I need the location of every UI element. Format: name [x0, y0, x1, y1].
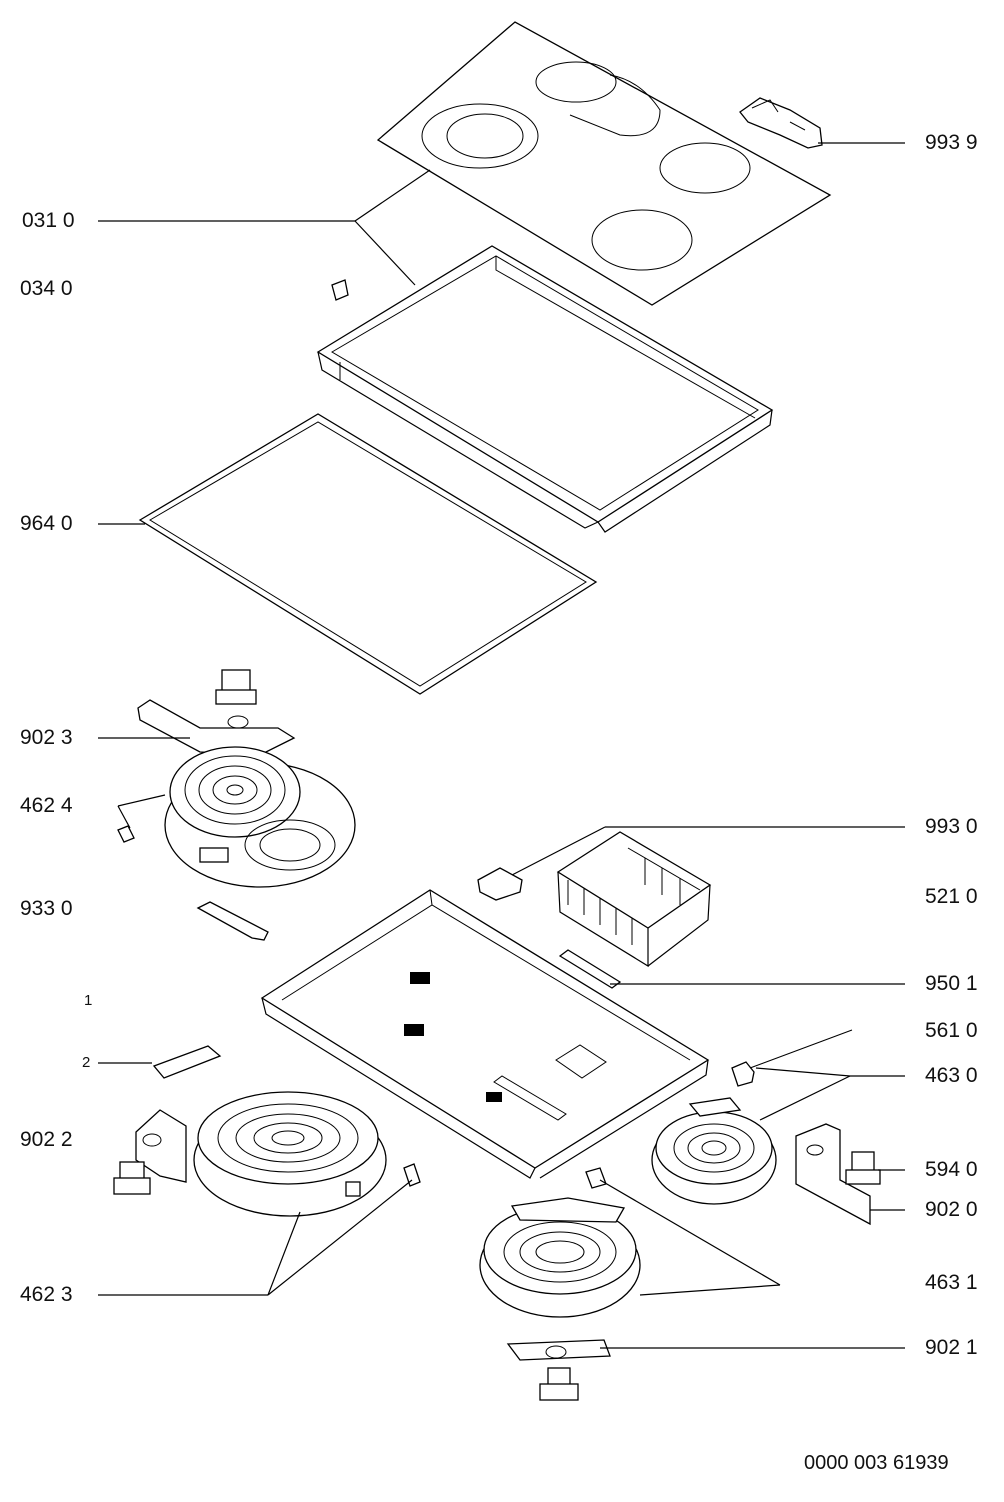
- clip-part-9330: [196, 901, 269, 941]
- label-4631: 463 1: [925, 1271, 978, 1294]
- label-9023: 902 3: [20, 726, 73, 749]
- energy-regulator-9022: [113, 1109, 187, 1195]
- label-9640: 964 0: [20, 512, 73, 535]
- label-9501: 950 1: [925, 972, 978, 995]
- label-9930: 993 0: [925, 815, 978, 838]
- energy-regulator-9020: [795, 1123, 871, 1226]
- label-0340: 034 0: [20, 277, 73, 300]
- radiant-heater-4631: [479, 1167, 641, 1318]
- cooktop-frame: [316, 245, 774, 533]
- label-2: 2: [82, 1054, 91, 1071]
- label-1: 1: [84, 992, 93, 1009]
- connector-part-9930: [477, 867, 523, 901]
- glass-cooktop-plate: [376, 21, 832, 306]
- thermostat-part-5610: [731, 1061, 755, 1087]
- radiant-heater-4630: [651, 1097, 777, 1205]
- label-0310: 031 0: [22, 209, 75, 232]
- bracket-part-0340: [331, 279, 349, 301]
- label-9939: 993 9: [925, 131, 978, 154]
- terminal-block-5210: [556, 831, 712, 968]
- label-9021: 902 1: [925, 1336, 978, 1359]
- label-9022: 902 2: [20, 1128, 73, 1151]
- label-9330: 933 0: [20, 897, 73, 920]
- label-4623: 462 3: [20, 1283, 73, 1306]
- bracket-part-9021: [506, 1339, 611, 1361]
- label-9020: 902 0: [925, 1198, 978, 1221]
- label-4630: 463 0: [925, 1064, 978, 1087]
- dual-radiant-heater-4624: [117, 746, 356, 888]
- control-knob-5940: [845, 1151, 881, 1185]
- label-5210: 521 0: [925, 885, 978, 908]
- control-knob-bottom: [539, 1367, 579, 1401]
- label-5610: 561 0: [925, 1019, 978, 1042]
- leader-lines: [98, 142, 905, 1349]
- base-tray: [260, 889, 710, 1179]
- clip-part-9939: [739, 97, 823, 149]
- label-4624: 462 4: [20, 794, 73, 817]
- energy-regulator-9023: [137, 669, 296, 756]
- gasket-seal: [138, 413, 598, 695]
- strip-part-9501: [558, 949, 622, 989]
- label-5940: 594 0: [925, 1158, 978, 1181]
- drawing-code: 0000 003 61939: [804, 1452, 949, 1474]
- plate-part-2: [152, 1045, 222, 1079]
- radiant-heater-4623: [193, 1091, 421, 1217]
